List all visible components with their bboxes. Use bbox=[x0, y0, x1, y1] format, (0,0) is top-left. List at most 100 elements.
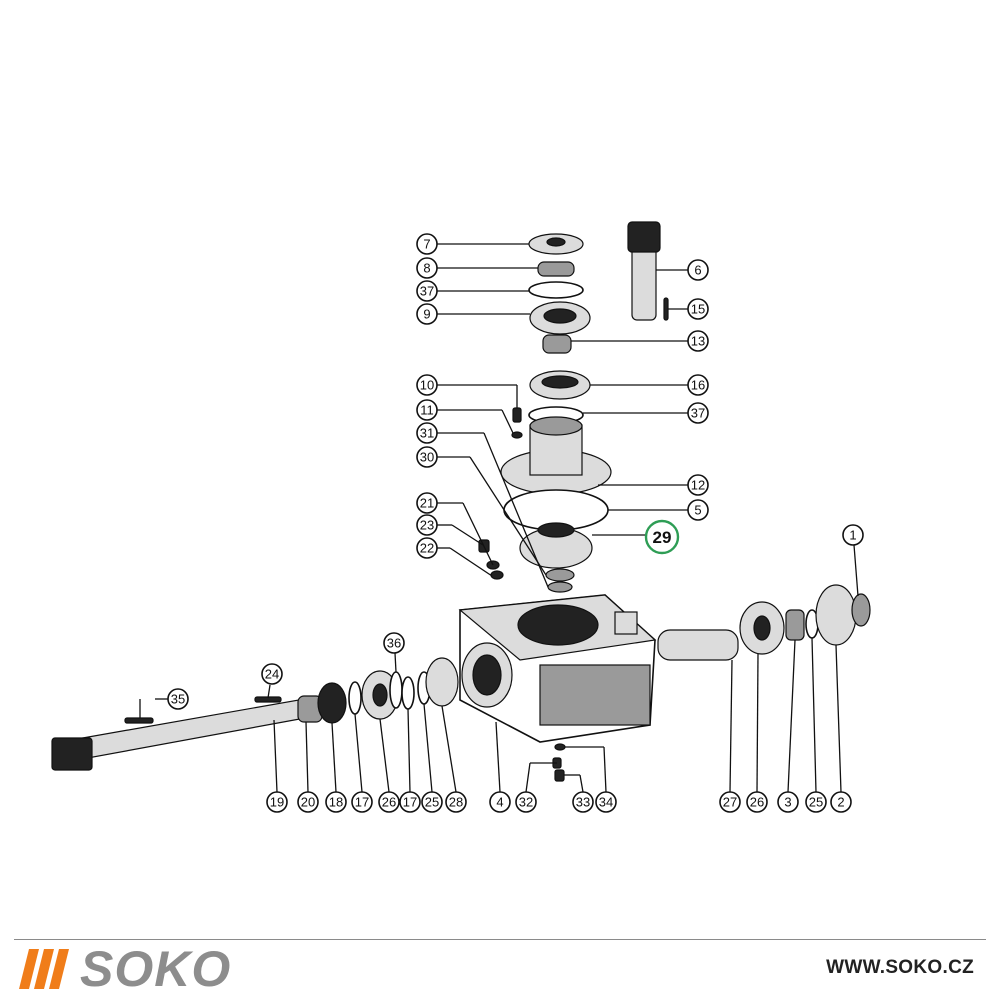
part-plug-33 bbox=[554, 769, 565, 782]
svg-text:24: 24 bbox=[265, 667, 279, 682]
callout-25-right: 25 bbox=[805, 791, 827, 813]
callout-17-a: 17 bbox=[351, 791, 373, 813]
callout-25-left: 25 bbox=[421, 791, 443, 813]
callout-26-left: 26 bbox=[378, 791, 400, 813]
svg-text:20: 20 bbox=[301, 795, 315, 810]
logo-bars-icon bbox=[19, 949, 69, 989]
part-ring-8 bbox=[537, 261, 575, 277]
svg-text:17: 17 bbox=[403, 795, 417, 810]
svg-text:32: 32 bbox=[519, 795, 533, 810]
svg-text:19: 19 bbox=[270, 795, 284, 810]
part-bevel-gear-28 bbox=[425, 657, 459, 707]
callout-34: 34 bbox=[595, 791, 617, 813]
svg-text:17: 17 bbox=[355, 795, 369, 810]
callout-2: 2 bbox=[830, 791, 852, 813]
part-ring-1 bbox=[851, 593, 871, 627]
svg-text:26: 26 bbox=[382, 795, 396, 810]
svg-text:13: 13 bbox=[691, 334, 705, 349]
svg-text:35: 35 bbox=[171, 692, 185, 707]
callout-4: 4 bbox=[489, 791, 511, 813]
callout-27: 27 bbox=[719, 791, 741, 813]
svg-text:34: 34 bbox=[599, 795, 613, 810]
parts-drawing bbox=[51, 221, 871, 782]
part-gearbox-housing-4 bbox=[458, 594, 657, 743]
part-seal-18 bbox=[317, 682, 347, 724]
callout-23: 23 bbox=[416, 514, 438, 536]
callout-36: 36 bbox=[383, 632, 405, 654]
part-shaft-sleeve-27 bbox=[657, 629, 739, 661]
callout-24: 24 bbox=[261, 663, 283, 685]
callout-16: 16 bbox=[687, 374, 709, 396]
svg-text:2: 2 bbox=[837, 795, 844, 810]
svg-text:33: 33 bbox=[576, 795, 590, 810]
svg-text:8: 8 bbox=[423, 261, 430, 276]
callout-30: 30 bbox=[416, 446, 438, 468]
part-key-35 bbox=[124, 717, 154, 724]
part-spacer-3 bbox=[785, 609, 805, 641]
part-bearing-9 bbox=[529, 301, 591, 335]
svg-text:5: 5 bbox=[694, 503, 701, 518]
svg-text:36: 36 bbox=[387, 636, 401, 651]
svg-text:9: 9 bbox=[423, 307, 430, 322]
part-shaft-6 bbox=[627, 221, 661, 321]
svg-text:15: 15 bbox=[691, 302, 705, 317]
svg-text:3: 3 bbox=[784, 795, 791, 810]
svg-text:18: 18 bbox=[329, 795, 343, 810]
callout-5: 5 bbox=[687, 499, 709, 521]
svg-text:25: 25 bbox=[425, 795, 439, 810]
callout-32: 32 bbox=[515, 791, 537, 813]
part-nut-7 bbox=[528, 233, 584, 255]
callout-29-highlighted: 29 bbox=[644, 519, 680, 555]
part-oring-36 bbox=[389, 671, 403, 709]
part-bearing-16 bbox=[529, 370, 591, 400]
callout-12: 12 bbox=[687, 474, 709, 496]
callout-37: 37 bbox=[687, 402, 709, 424]
part-circlip-17-b bbox=[401, 676, 415, 710]
callout-28: 28 bbox=[445, 791, 467, 813]
brand-name: SOKO bbox=[80, 941, 232, 997]
callout-6: 6 bbox=[687, 259, 709, 281]
part-input-shaft-19 bbox=[51, 697, 317, 771]
callout-37-top: 37 bbox=[416, 280, 438, 302]
svg-text:12: 12 bbox=[691, 478, 705, 493]
part-washer-11 bbox=[511, 431, 523, 439]
website-link[interactable]: WWW.SOKO.CZ bbox=[826, 957, 974, 978]
leader-lines bbox=[139, 243, 859, 793]
callout-10: 10 bbox=[416, 374, 438, 396]
callouts: 7 8 37 9 6 15 13 10 16 11 37 31 30 12 5 … bbox=[167, 233, 864, 813]
svg-text:22: 22 bbox=[420, 541, 434, 556]
svg-text:31: 31 bbox=[420, 426, 434, 441]
callout-33: 33 bbox=[572, 791, 594, 813]
svg-text:25: 25 bbox=[809, 795, 823, 810]
part-circlip-17-a bbox=[348, 681, 362, 715]
part-bevel-gear-2 bbox=[815, 584, 857, 646]
callout-20: 20 bbox=[297, 791, 319, 813]
callout-35: 35 bbox=[167, 688, 189, 710]
part-sleeve-13 bbox=[542, 334, 572, 354]
svg-text:29: 29 bbox=[653, 528, 672, 547]
brand-logo[interactable]: SOKO bbox=[19, 941, 232, 997]
svg-text:27: 27 bbox=[723, 795, 737, 810]
callout-18: 18 bbox=[325, 791, 347, 813]
callout-15: 15 bbox=[687, 298, 709, 320]
part-oring-37-top bbox=[528, 281, 584, 299]
callout-1: 1 bbox=[842, 524, 864, 546]
callout-11: 11 bbox=[416, 399, 438, 421]
part-bearing-26-right bbox=[739, 601, 785, 655]
callout-13: 13 bbox=[687, 330, 709, 352]
svg-text:11: 11 bbox=[420, 403, 434, 418]
part-ring-31 bbox=[547, 581, 573, 593]
callout-17-b: 17 bbox=[399, 791, 421, 813]
part-key-15 bbox=[663, 297, 669, 321]
callout-7: 7 bbox=[416, 233, 438, 255]
part-washer-34 bbox=[554, 743, 566, 751]
svg-text:6: 6 bbox=[694, 263, 701, 278]
svg-text:37: 37 bbox=[420, 284, 434, 299]
part-nut-22 bbox=[486, 560, 504, 580]
part-screw-10 bbox=[512, 407, 522, 423]
part-flange-housing-12 bbox=[500, 416, 612, 495]
svg-text:26: 26 bbox=[750, 795, 764, 810]
callout-8: 8 bbox=[416, 257, 438, 279]
callout-26-right: 26 bbox=[746, 791, 768, 813]
